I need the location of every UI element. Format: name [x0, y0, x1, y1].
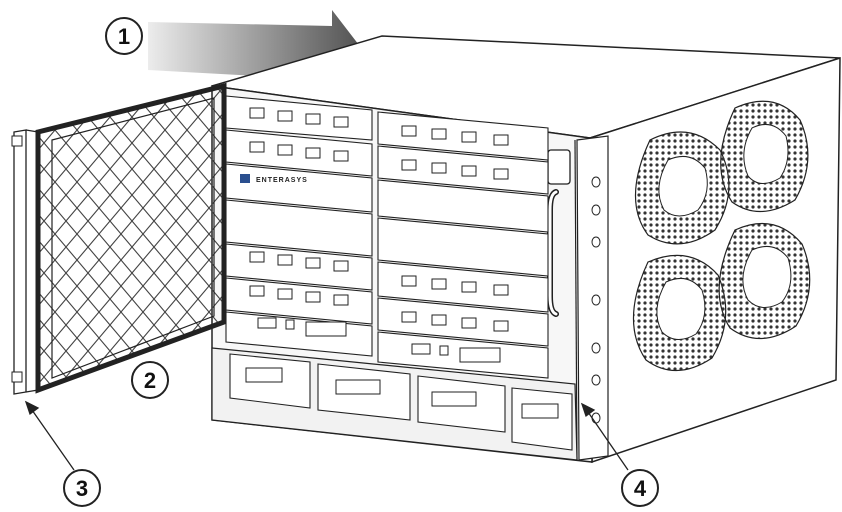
fan-vent-icon [632, 100, 811, 372]
brand-logo-icon [240, 174, 250, 183]
callout-2-label: 2 [144, 368, 156, 393]
callout-3-label: 3 [76, 476, 88, 501]
module-slots-right [377, 111, 549, 379]
leader-arrows [24, 400, 629, 471]
callout-1: 1 [105, 17, 143, 55]
callout-3: 3 [63, 469, 101, 507]
callout-4: 4 [621, 469, 659, 507]
callout-1-label: 1 [118, 24, 130, 49]
callout-4-label: 4 [634, 476, 647, 501]
module-slots-left: ENTERASYS [225, 95, 373, 357]
rack-mount-holes [591, 176, 601, 424]
callout-2: 2 [131, 361, 169, 399]
brand-logo-text: ENTERASYS [256, 177, 308, 184]
front-door [35, 82, 227, 394]
door-hinge [11, 129, 39, 395]
power-supply-bays [211, 347, 578, 461]
